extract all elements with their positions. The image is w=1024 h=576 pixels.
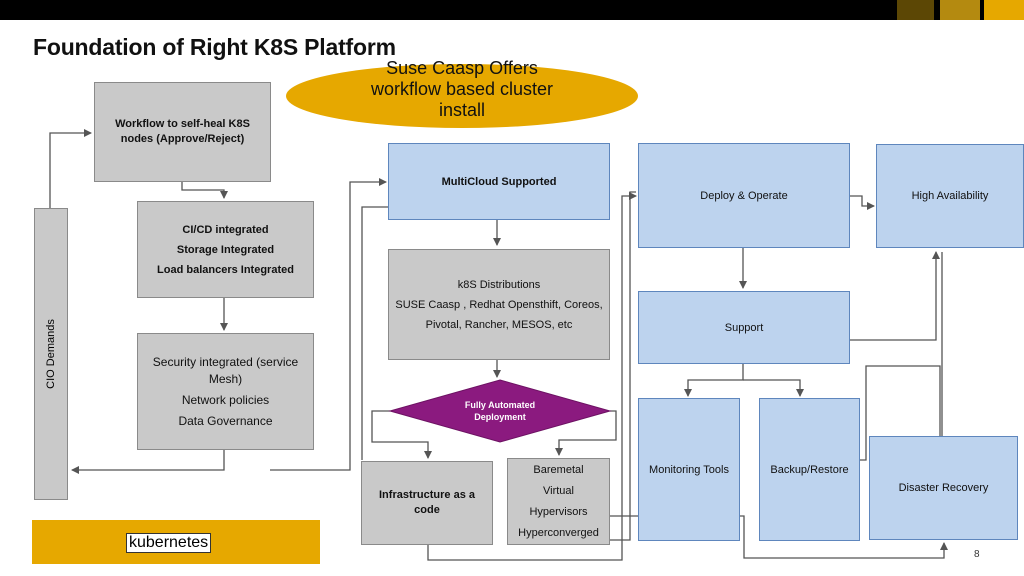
fully-automated-line-2: Deployment	[474, 412, 526, 422]
kubernetes-label: kubernetes	[126, 533, 212, 553]
top-bar-accent-mid	[940, 0, 980, 20]
fully-automated-label: Fully Automated Deployment	[430, 396, 570, 426]
workflow-box: Workflow to self-heal K8S nodes (Approve…	[94, 82, 271, 182]
monitoring-box: Monitoring Tools	[638, 398, 740, 541]
baremetal-line: Baremetal	[533, 463, 584, 476]
loadbalancer-line: Load balancers Integrated	[157, 263, 294, 276]
top-bar-accent-dark	[897, 0, 934, 20]
support-box: Support	[638, 291, 850, 364]
multicloud-text: MultiCloud Supported	[441, 175, 557, 188]
iac-text: Infrastructure as a code	[379, 489, 475, 516]
hypervisors-line: Hypervisors	[529, 505, 588, 518]
cicd-line: CI/CD integrated	[182, 223, 269, 236]
distros-line-2: Pivotal, Rancher, MESOS, etc	[425, 318, 573, 331]
multicloud-box: MultiCloud Supported	[388, 143, 610, 220]
ha-box: High Availability	[876, 144, 1024, 248]
slide-title: Foundation of Right K8S Platform	[33, 34, 396, 60]
ha-text: High Availability	[911, 190, 989, 202]
storage-line: Storage Integrated	[176, 243, 275, 256]
cicd-box: CI/CD integrated Storage Integrated Load…	[137, 201, 314, 298]
top-bar	[0, 0, 1024, 20]
workflow-text: Workflow to self-heal K8S nodes (Approve…	[115, 118, 250, 145]
dr-box: Disaster Recovery	[869, 436, 1018, 540]
top-bar-accent-light	[984, 0, 1024, 20]
fully-automated-line-1: Fully Automated	[464, 400, 536, 410]
deploy-text: Deploy & Operate	[700, 189, 788, 202]
hyperconverged-line: Hyperconverged	[518, 526, 599, 539]
distros-line-1: SUSE Caasp , Redhat Opensthift, Coreos,	[395, 298, 603, 311]
kubernetes-banner: kubernetes	[32, 520, 320, 564]
cio-demands-box: CIO Demands	[34, 208, 68, 500]
support-text: Support	[724, 321, 764, 334]
network-line: Network policies	[181, 392, 270, 407]
security-box: Security integrated (service Mesh) Netwo…	[137, 333, 314, 450]
deploy-box: Deploy & Operate	[638, 143, 850, 248]
distros-heading: k8S Distributions	[457, 278, 541, 291]
iac-box: Infrastructure as a code	[361, 461, 493, 545]
backup-box: Backup/Restore	[759, 398, 860, 541]
cio-demands-label: CIO Demands	[45, 319, 57, 389]
distributions-box: k8S Distributions SUSE Caasp , Redhat Op…	[388, 249, 610, 360]
governance-line: Data Governance	[178, 413, 273, 428]
monitoring-text: Monitoring Tools	[649, 463, 729, 476]
backup-text: Backup/Restore	[770, 463, 849, 476]
security-line: Security integrated (service Mesh)	[152, 354, 299, 386]
virtual-line: Virtual	[543, 484, 574, 497]
dr-text: Disaster Recovery	[898, 482, 989, 494]
targets-box: Baremetal Virtual Hypervisors Hyperconve…	[507, 458, 610, 545]
callout-text: Suse Caasp Offers workflow based cluster…	[370, 57, 554, 120]
callout-ellipse: Suse Caasp Offers workflow based cluster…	[286, 58, 638, 128]
page-number: 8	[974, 549, 980, 560]
